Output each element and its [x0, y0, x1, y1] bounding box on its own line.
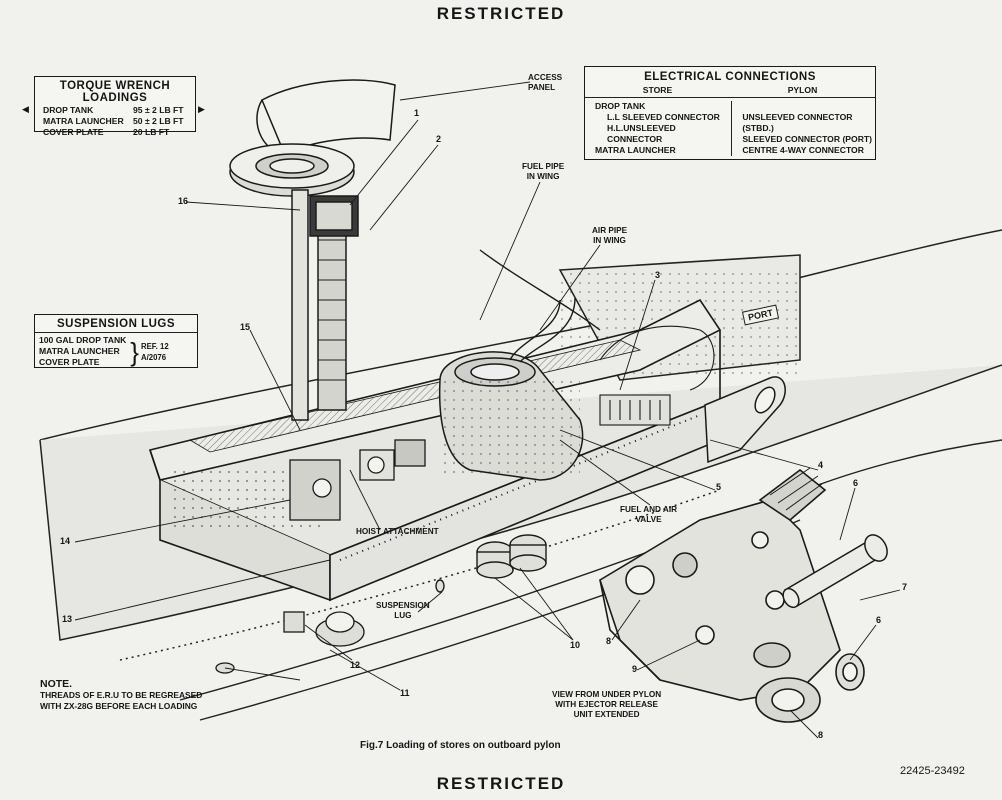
- store-item: L.L SLEEVED CONNECTOR: [607, 112, 720, 122]
- torque-row-value: 50 ± 2 LB FT: [133, 116, 184, 126]
- callout-number: 1: [414, 108, 420, 118]
- cover-plate: [704, 376, 786, 464]
- figure-caption: Fig.7 Loading of stores on outboard pylo…: [360, 740, 561, 751]
- suspension-body: 100 GAL DROP TANK MATRA LAUNCHER COVER P…: [35, 333, 197, 370]
- suspension-item: 100 GAL DROP TANK: [39, 335, 127, 345]
- store-item: H.L.UNSLEEVED CONNECTOR: [607, 123, 676, 144]
- callout-number: 5: [716, 482, 722, 492]
- torque-row-item: DROP TANK: [43, 105, 94, 115]
- electrical-connections-box: ELECTRICAL CONNECTIONS STORE PYLON DROP …: [584, 66, 876, 160]
- callout-number: 2: [436, 134, 442, 144]
- callout-number: 6: [876, 615, 882, 625]
- col-store: STORE: [642, 85, 673, 95]
- note: NOTE. THREADS OF E.R.U TO BE REGREASED W…: [40, 678, 202, 712]
- torque-wrench-box: TORQUE WRENCH LOADINGS DROP TANK 95 ± 2 …: [34, 76, 196, 137]
- note-title: NOTE.: [40, 678, 73, 690]
- electrical-title: ELECTRICAL CONNECTIONS: [644, 71, 816, 83]
- callout-number: 6: [853, 478, 859, 488]
- suspension-ref: REF. 12 A/2076: [140, 341, 169, 362]
- callout-number: 8: [818, 730, 824, 740]
- electrical-header-row: STORE PYLON: [585, 83, 875, 98]
- arrow-right-icon: ▶: [198, 104, 205, 114]
- ejector-release-unit: [599, 467, 865, 723]
- reference-number: 22425-23492: [900, 765, 965, 777]
- torque-row-value: 20 LB FT: [133, 127, 170, 137]
- callout-number: 4: [818, 460, 824, 470]
- torque-wrench-title: TORQUE WRENCH LOADINGS: [59, 80, 171, 104]
- torque-row-item: COVER PLATE: [43, 127, 104, 137]
- electrical-store-col: DROP TANK L.L SLEEVED CONNECTOR H.L.UNSL…: [585, 101, 733, 156]
- torque-row-value: 95 ± 2 LB FT: [133, 105, 184, 115]
- restricted-top: RESTRICTED: [436, 4, 566, 23]
- brace-icon: }: [130, 336, 139, 367]
- suspension-title: SUSPENSION LUGS: [35, 315, 197, 333]
- torque-row-item: MATRA LAUNCHER: [43, 116, 124, 126]
- hoist-assembly: [229, 143, 359, 421]
- suspension-item: MATRA LAUNCHER: [39, 346, 120, 356]
- suspension-items: 100 GAL DROP TANK MATRA LAUNCHER COVER P…: [39, 335, 130, 368]
- note-text: WITH ZX-28G BEFORE EACH LOADING: [40, 701, 198, 711]
- electrical-body: DROP TANK L.L SLEEVED CONNECTOR H.L.UNSL…: [585, 98, 875, 156]
- callout-number: 14: [60, 536, 71, 546]
- pylon-item: UNSLEEVED CONNECTOR (STBD.): [742, 112, 853, 133]
- note-text: THREADS OF E.R.U TO BE REGREASED: [40, 690, 203, 700]
- arrow-left-icon: ◀: [22, 104, 29, 114]
- electrical-pylon-col: UNSLEEVED CONNECTOR (STBD.) SLEEVED CONN…: [732, 101, 875, 156]
- pylon-item: CENTRE 4-WAY CONNECTOR: [742, 145, 864, 155]
- callout-number: 3: [655, 270, 661, 280]
- suspension-lugs-box: SUSPENSION LUGS 100 GAL DROP TANK MATRA …: [34, 314, 198, 368]
- suspension-item: COVER PLATE: [39, 357, 100, 367]
- callout-number: 11: [400, 688, 410, 698]
- pylon-item: [742, 101, 875, 112]
- torque-row: COVER PLATE 20 LB FT: [35, 127, 195, 138]
- store-item: MATRA LAUNCHER: [595, 145, 676, 155]
- fuel-air-valve: [438, 351, 584, 481]
- store-item: DROP TANK: [595, 101, 646, 111]
- torque-row: MATRA LAUNCHER 50 ± 2 LB FT: [35, 116, 195, 127]
- restricted-bottom: RESTRICTED: [436, 774, 566, 793]
- callout-number: 10: [570, 640, 581, 650]
- callout-number: 16: [178, 196, 189, 206]
- callout-number: 9: [632, 664, 638, 674]
- callout-number: 13: [62, 614, 73, 624]
- hoist-attachment-label: HOIST ATTACHMENT: [356, 527, 439, 536]
- callout-number: 12: [350, 660, 361, 670]
- callout-number: 7: [902, 582, 908, 592]
- access-panel: [256, 79, 396, 157]
- col-pylon: PYLON: [787, 85, 818, 95]
- suspension-lugs: [435, 534, 547, 593]
- callout-number: 8: [606, 636, 612, 646]
- callout-number: 15: [240, 322, 251, 332]
- torque-row: DROP TANK 95 ± 2 LB FT: [35, 104, 195, 116]
- pylon-item: SLEEVED CONNECTOR (PORT): [742, 134, 873, 144]
